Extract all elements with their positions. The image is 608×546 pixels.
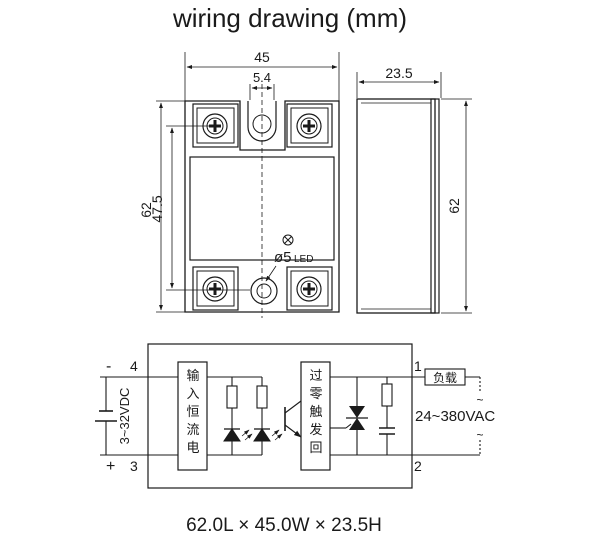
led-indicator-icon (282, 234, 294, 246)
hole-spacing-dimension-label: 47.5 (149, 195, 165, 222)
terminal-bottom-right (286, 266, 333, 311)
pin-4-label: 4 (130, 358, 138, 374)
snubber-resistor (381, 383, 393, 407)
bottom-mounting-hole-inner (256, 283, 272, 299)
load-label: 负载 (433, 371, 457, 385)
input-block-char-2: 入 (186, 386, 199, 401)
front-view: 45 5.4 (138, 49, 340, 318)
terminal-top-left (192, 103, 239, 148)
relay-body-outline (184, 100, 340, 313)
dimensions-summary: 62.0L × 45.0W × 23.5H (186, 515, 382, 536)
side-view: 23.5 62 (356, 65, 472, 314)
resistor-2 (256, 385, 268, 409)
side-height-dimension-label: 62 (446, 198, 462, 214)
indicator-led-diode (223, 428, 241, 442)
module-outline (147, 343, 413, 489)
triac-upper (349, 406, 365, 418)
input-voltage-label: 3~32VDC (117, 388, 132, 445)
depth-dimension-label: 23.5 (385, 65, 412, 81)
ac-symbol-bottom: ~ (476, 428, 483, 442)
optocoupler-led-diode (253, 428, 271, 442)
output-voltage-label: 24~380VAC (415, 408, 495, 425)
load-box (424, 368, 466, 386)
pin-3-label: 3 (130, 458, 138, 474)
height-dimension-label: 62 (138, 202, 154, 218)
input-plus-sign: + (106, 458, 115, 475)
led-hole-label: ø5 (274, 249, 292, 266)
input-minus-sign: - (106, 358, 111, 375)
pin-2-label: 2 (414, 458, 422, 474)
triac-lower (349, 418, 365, 430)
zero-cross-trigger-block (300, 361, 331, 471)
input-block-char-5: 电 (186, 440, 199, 455)
input-block-char-3: 恒 (186, 404, 199, 419)
terminal-bottom-left (192, 266, 239, 311)
trigger-block-char-1: 过 (309, 368, 322, 383)
circuit-schematic: - 4 + 3 3~32VDC 输 入 恒 流 电 (95, 343, 495, 489)
trigger-block-char-2: 零 (309, 386, 322, 401)
side-base-plate (430, 98, 440, 314)
pin-1-label: 1 (414, 358, 422, 374)
input-block-char-4: 流 (186, 422, 199, 437)
input-current-block (177, 361, 208, 471)
input-block-char-1: 输 (186, 368, 199, 383)
resistor-1 (226, 385, 238, 409)
ac-symbol-top: ~ (476, 393, 483, 407)
trigger-block-char-4: 发 (309, 422, 322, 437)
width-dimension-label: 45 (254, 49, 270, 65)
trigger-block-char-5: 回 (309, 440, 322, 455)
trigger-block-char-3: 触 (309, 404, 322, 419)
led-label: LED (294, 254, 313, 265)
side-body-outline (356, 98, 436, 314)
led-leader-line (265, 265, 277, 282)
hole-offset-dimension-label: 5.4 (253, 70, 271, 85)
bottom-mounting-hole (250, 277, 278, 305)
page-title: wiring drawing (mm) (172, 3, 407, 33)
terminal-top-right (286, 103, 333, 148)
